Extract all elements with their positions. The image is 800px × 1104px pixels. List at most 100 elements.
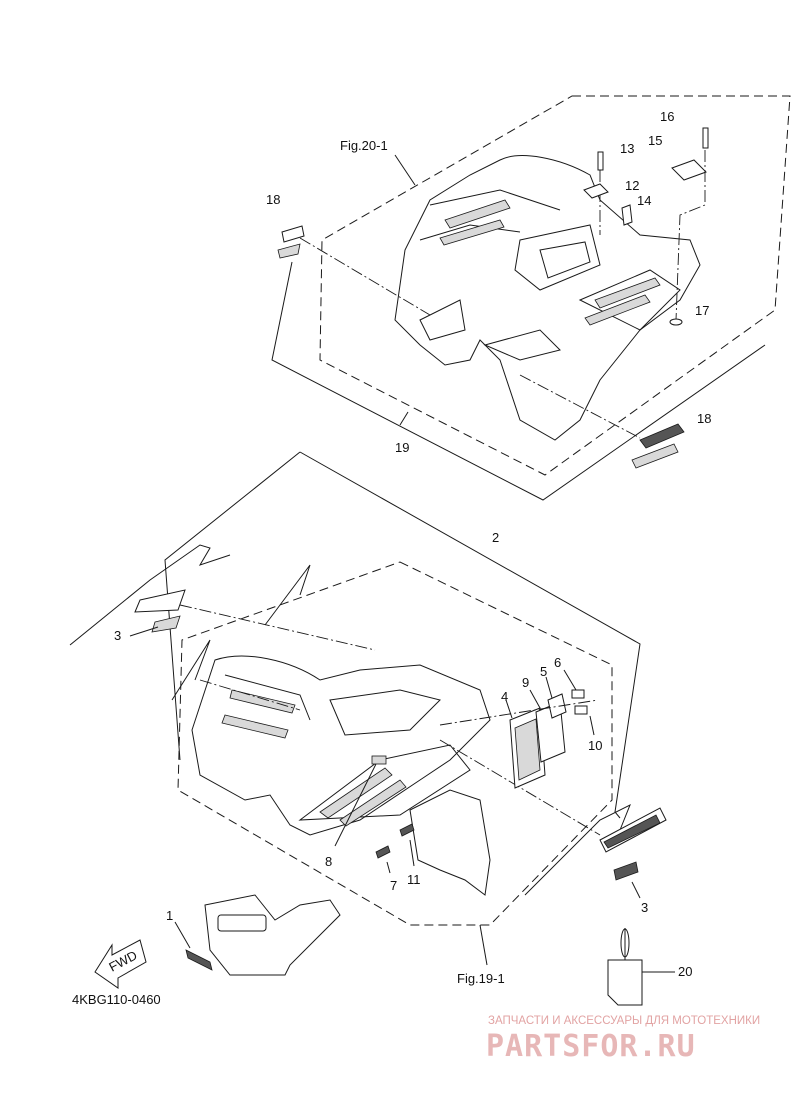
callout-2: 2 xyxy=(492,530,499,545)
front-fender-group xyxy=(69,451,667,966)
tag-20 xyxy=(607,959,643,1006)
callout-9: 9 xyxy=(522,675,529,690)
fwd-arrow-icon xyxy=(94,939,147,989)
fender-decal-pocket xyxy=(419,299,466,341)
plate-12 xyxy=(583,183,609,199)
callout-13: 13 xyxy=(620,141,634,156)
decal-3-left-outline xyxy=(69,544,231,646)
front-lower-right xyxy=(298,744,471,821)
callout-10: 10 xyxy=(588,738,602,753)
leader-4 xyxy=(505,699,513,719)
fig-19-1-ref: Fig.19-1 xyxy=(457,971,505,986)
bolt-13 xyxy=(597,151,604,171)
callout-15: 15 xyxy=(648,133,662,148)
nut-17 xyxy=(669,318,683,326)
decal-8-upper xyxy=(264,564,311,626)
rear-fender xyxy=(394,155,701,441)
chain-3-left xyxy=(179,604,376,651)
front-stripe-3 xyxy=(319,767,393,819)
front-stripe-2 xyxy=(221,714,289,739)
callout-14: 14 xyxy=(637,193,651,208)
clip-14 xyxy=(621,204,633,226)
bracket-5 xyxy=(547,693,567,719)
leader-6 xyxy=(563,669,577,691)
leader-fig20 xyxy=(394,154,416,186)
decal-18-right-backing xyxy=(631,443,679,469)
fender-stripe-1 xyxy=(444,199,511,229)
decal-3-left xyxy=(134,589,186,613)
front-center-panel xyxy=(329,689,441,736)
tag-20-loop xyxy=(620,928,630,958)
leader-10 xyxy=(589,715,595,736)
callout-20: 20 xyxy=(678,964,692,979)
mud-flap xyxy=(409,789,491,896)
leader-3-right xyxy=(631,881,641,899)
leader-8 xyxy=(334,763,377,847)
front-panel xyxy=(204,894,341,976)
front-stripe-1 xyxy=(229,689,296,714)
chain-18-left xyxy=(299,237,431,316)
leader-7 xyxy=(386,861,391,874)
callout-3-right: 3 xyxy=(641,900,648,915)
watermark: ЗАПЧАСТИ И АКСЕССУАРЫ ДЛЯ МОТОТЕХНИКИ PA… xyxy=(486,1015,760,1064)
screw-11 xyxy=(399,823,415,837)
reflector-4-lens xyxy=(514,718,541,781)
fig-20-1-ref: Fig.20-1 xyxy=(340,138,388,153)
decal-18-left-backing xyxy=(277,243,301,259)
leader-9 xyxy=(529,689,541,709)
fender-rear-right xyxy=(578,269,681,331)
fender-ridge-left xyxy=(429,189,561,211)
fender-stripe-4 xyxy=(584,294,651,326)
callout-6: 6 xyxy=(554,655,561,670)
callout-18-right: 18 xyxy=(697,411,711,426)
callout-8: 8 xyxy=(325,854,332,869)
decal-18-left xyxy=(281,225,305,243)
fender-lower-panel xyxy=(483,329,561,361)
bolt-16 xyxy=(702,127,709,149)
callout-1: 1 xyxy=(166,908,173,923)
callout-3-left: 3 xyxy=(114,628,121,643)
leader-5 xyxy=(545,676,553,699)
chain-3-right xyxy=(439,739,601,836)
plate-15 xyxy=(671,159,707,181)
callout-7: 7 xyxy=(390,878,397,893)
callout-17: 17 xyxy=(695,303,709,318)
front-ridge-1 xyxy=(224,674,311,721)
decal-3-right-text xyxy=(603,814,661,849)
leader-1 xyxy=(174,921,191,949)
decal-8-side xyxy=(171,639,211,701)
front-group-boundary xyxy=(177,561,613,926)
callout-12: 12 xyxy=(625,178,639,193)
chain-18-right xyxy=(519,374,641,439)
leader-19-tick xyxy=(399,411,409,426)
chain-16 xyxy=(675,150,706,321)
bolt-6 xyxy=(571,689,585,699)
watermark-brand: PARTSFOR.RU xyxy=(486,1029,696,1064)
leader-3-left xyxy=(129,626,159,637)
screw-7 xyxy=(375,845,391,859)
callout-labels: Fig.20-1 Fig.19-1 1 2 3 3 4 5 6 7 8 9 10… xyxy=(72,109,711,1007)
front-panel-slot xyxy=(217,914,267,932)
watermark-tagline: ЗАПЧАСТИ И АКСЕССУАРЫ ДЛЯ МОТОТЕХНИКИ xyxy=(488,1015,760,1027)
callout-4: 4 xyxy=(501,689,508,704)
chain-bolts xyxy=(439,699,599,726)
fender-center-inner xyxy=(539,241,591,279)
fender-ridge-left-2 xyxy=(419,224,521,241)
bottom-parts: FWD xyxy=(94,894,675,1006)
chain-8 xyxy=(199,679,301,711)
fender-stripe-2 xyxy=(439,219,505,246)
callout-11: 11 xyxy=(407,872,421,887)
decal-3-right-outline xyxy=(524,803,631,896)
emblem-1 xyxy=(185,949,213,971)
fender-stripe-3 xyxy=(594,277,661,309)
leader-2-left xyxy=(164,451,301,761)
decal-3-right-small xyxy=(613,861,639,881)
leader-2 xyxy=(299,451,641,819)
bolt-10 xyxy=(574,705,588,715)
callout-16: 16 xyxy=(660,109,674,124)
decal-18-right xyxy=(639,423,685,449)
leader-fig19 xyxy=(479,924,488,966)
leader-19 xyxy=(271,261,766,501)
